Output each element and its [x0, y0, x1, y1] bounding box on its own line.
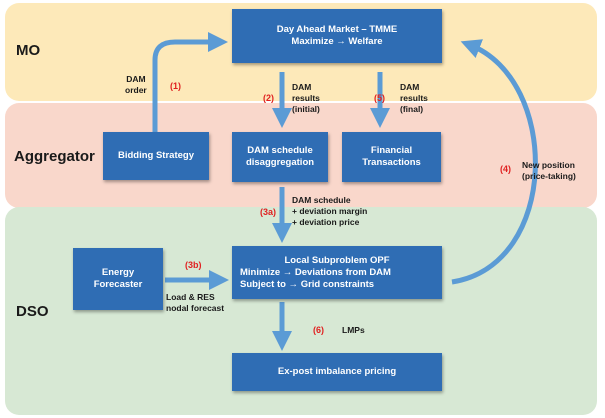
opf-minimize: Minimize → Deviations from DAM — [240, 266, 391, 278]
financial-transactions-box: Financial Transactions — [342, 132, 441, 182]
opf-subject: Subject to → Grid constraints — [240, 278, 375, 290]
step-4: (4) — [500, 164, 511, 174]
disaggregation-line1: DAM schedule — [247, 145, 313, 156]
lmps-label: LMPs — [342, 325, 365, 335]
forecaster-line1: Energy — [101, 267, 135, 278]
financial-line2: Transactions — [362, 157, 421, 168]
disaggregation-line2: disaggregation — [245, 157, 315, 168]
new-position-label: New position (price-taking) — [522, 160, 576, 181]
aggregator-label: Aggregator — [14, 148, 95, 165]
opf-title: Local Subproblem OPF — [284, 254, 390, 266]
financial-line1: Financial — [370, 145, 413, 156]
load-res-label: Load & RES nodal forecast — [166, 292, 225, 313]
step-3a: (3a) — [260, 207, 277, 217]
dam-results-final-label: DAM results (final) — [400, 82, 428, 114]
bidding-strategy-box: Bidding Strategy — [103, 132, 209, 180]
opf-box: Local Subproblem OPF Minimize → Deviatio… — [232, 246, 442, 299]
dam-order-label: DAM order — [125, 74, 147, 95]
step-1: (1) — [170, 81, 181, 91]
bidding-strategy-label: Bidding Strategy — [117, 150, 194, 161]
dam-title: Day Ahead Market – TMME — [276, 24, 398, 35]
step-5: (5) — [374, 93, 385, 103]
mo-label: MO — [16, 42, 41, 59]
energy-forecaster-box: Energy Forecaster — [73, 248, 163, 310]
arrow-new-position — [451, 39, 538, 285]
step-6: (6) — [313, 325, 324, 335]
expost-pricing-box: Ex-post imbalance pricing — [232, 353, 442, 391]
dam-schedule-label: DAM schedule + deviation margin + deviat… — [292, 195, 368, 227]
disaggregation-box: DAM schedule disaggregation — [232, 132, 328, 182]
dam-objective: Maximize → Welfare — [291, 36, 383, 47]
dam-results-initial-label: DAM results (initial) — [292, 82, 320, 114]
forecaster-line2: Forecaster — [93, 279, 143, 290]
expost-label: Ex-post imbalance pricing — [277, 366, 397, 377]
step-2: (2) — [263, 93, 274, 103]
dso-label: DSO — [16, 303, 49, 320]
arrow-dam-order — [152, 32, 228, 152]
dam-box: Day Ahead Market – TMME Maximize → Welfa… — [232, 9, 442, 63]
step-3b: (3b) — [185, 260, 202, 270]
